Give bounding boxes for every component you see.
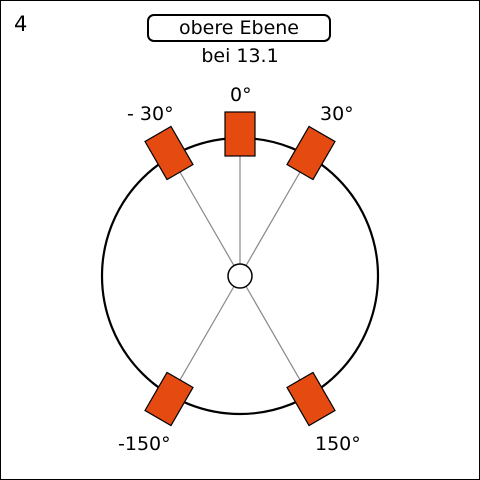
speaker-marker [224,111,256,157]
listener-position [227,263,253,289]
speaker-line [170,156,241,277]
diagram-number: 4 [14,12,28,36]
speaker-angle-label: -150° [118,433,171,455]
speaker-angle-label: 30° [320,103,354,125]
speaker-angle-label: - 30° [127,103,174,125]
speaker-line [239,156,310,277]
speaker-lines [170,138,310,396]
speaker-markers [144,111,336,427]
speaker-angle-label: 150° [315,433,361,455]
speaker-angle-label: 0° [230,84,252,106]
layer-title: obere Ebene [147,14,331,42]
speaker-line [239,275,310,396]
speaker-line [170,275,241,396]
speaker-marker [286,125,336,181]
layer-subtitle: bei 13.1 [201,45,279,67]
speaker-marker [286,371,336,427]
speaker-marker [144,371,194,427]
speaker-marker [144,125,194,181]
